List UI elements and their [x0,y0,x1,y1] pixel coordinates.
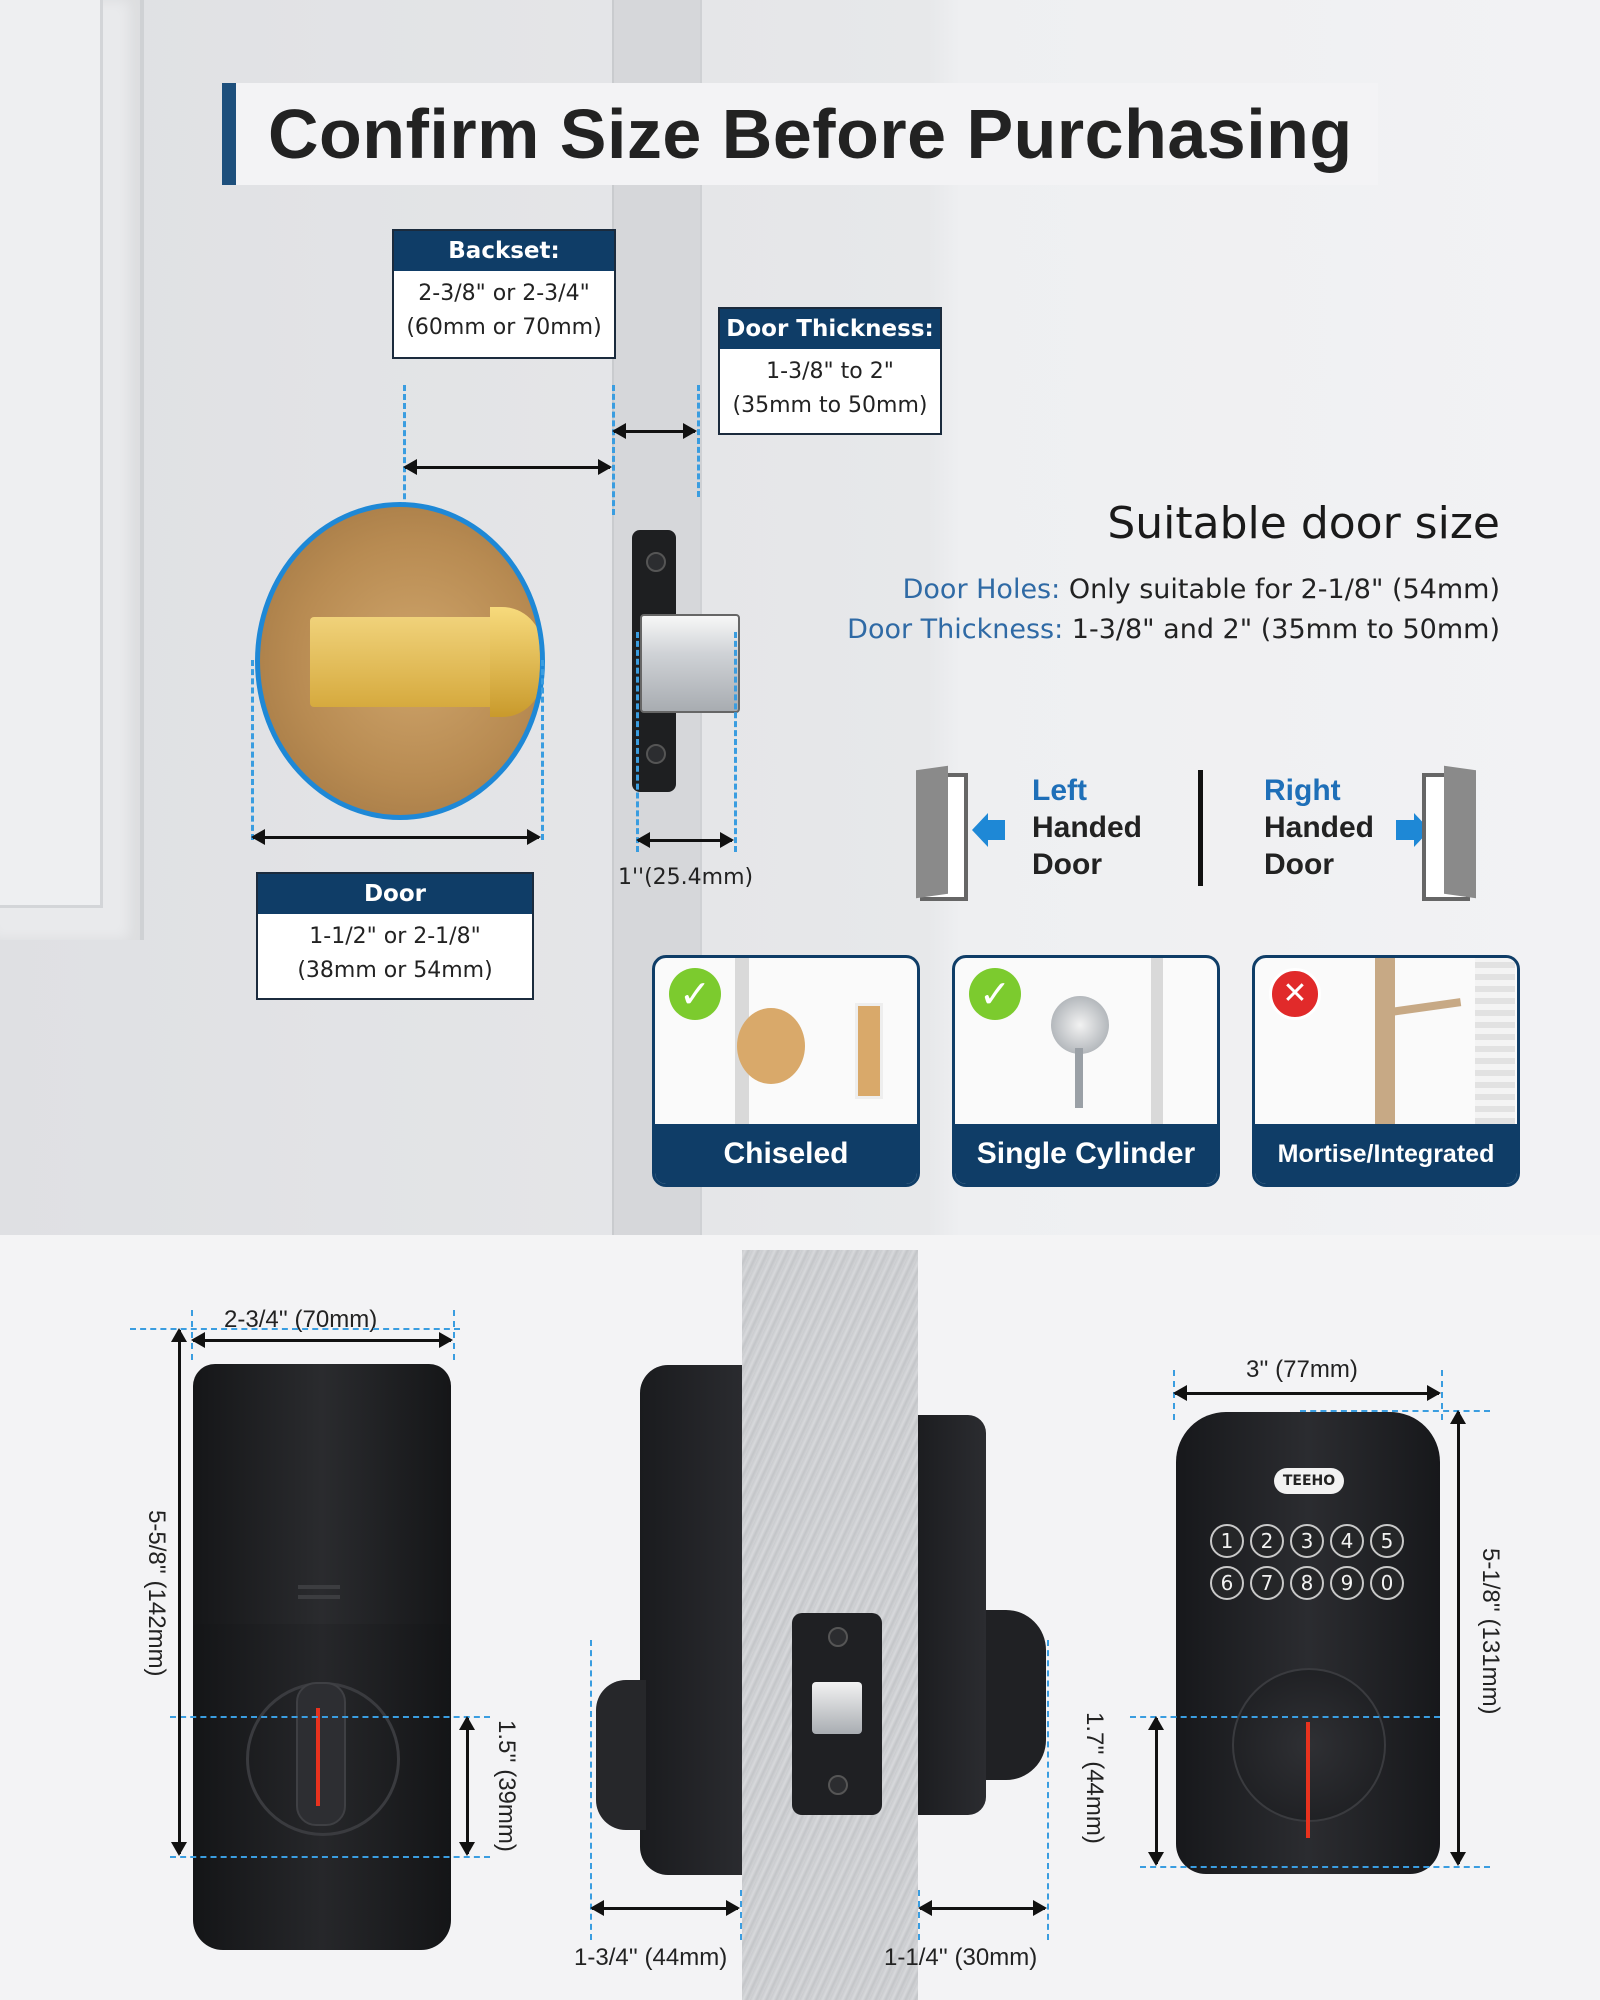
latch-body [310,617,520,707]
left-handed-label: Left Handed Door [1032,774,1143,881]
door-type-chiseled: ✓ Chiseled [652,955,920,1187]
front-center-arrow [1148,1716,1164,1866]
keypad-key-6[interactable]: 6 [1210,1566,1244,1600]
side-inner-label: 1-3/4'' (44mm) [574,1944,728,1971]
door-holes-line: Door Holes: Only suitable for 2-1/8" (54… [903,574,1500,605]
keypad-key-8[interactable]: 8 [1290,1566,1324,1600]
front-width-arrow [1173,1385,1441,1401]
door-thickness-label-box: Door Thickness: 1-3/8" to 2" (35mm to 50… [718,307,942,435]
screw-icon [828,1627,848,1647]
hole-left-guide [251,660,254,840]
door-holes-value: Only suitable for 2-1/8" (54mm) [1060,574,1500,605]
bolt-size-arrow [636,832,734,848]
suitable-heading: Suitable door size [1107,498,1500,549]
door-type-label: Chiseled [655,1124,917,1184]
door-holes-label: Door Holes: [902,574,1061,605]
backset-label-box: Backset: 2-3/8" or 2-3/4" (60mm or 70mm) [392,229,616,359]
latch-head [490,607,540,717]
door-thickness-spec-value: 1-3/8" and 2" (35mm to 50mm) [1063,614,1500,645]
keypad-key-0[interactable]: 0 [1370,1566,1404,1600]
back-center-label: 1.5'' (39mm) [493,1720,520,1852]
side-outer-label: 1-1/4'' (30mm) [884,1944,1038,1971]
right-door-leaf-icon [1444,765,1476,899]
door-hole-label-box: Door Hole(Diameter): 1-1/2" or 2-1/8" (3… [256,872,534,1000]
door-thickness-label: Door Thickness: [720,309,940,349]
bolt-size-label: 1''(25.4mm) [618,865,754,890]
right-arrow-icon [1396,820,1416,840]
title-accent-bar [222,83,236,185]
front-center-red-arrow [1306,1722,1310,1838]
screw-icon [646,552,666,572]
backset-mm: (60mm or 70mm) [406,315,602,340]
bolt-right-guide [734,632,737,852]
door-hole-cutaway [255,502,545,820]
page-title: Confirm Size Before Purchasing [268,95,1353,173]
size-guide-section: Confirm Size Before Purchasing Backset: … [0,0,1600,1235]
backset-arrow [403,459,612,475]
screw-icon [828,1775,848,1795]
door-type-mortise: ✕ Mortise/Integrated [1252,955,1520,1187]
back-height-arrow [171,1328,187,1856]
keypad-key-3[interactable]: 3 [1290,1524,1324,1558]
keypad-key-1[interactable]: 1 [1210,1524,1244,1558]
door-thickness-inch: 1-3/8" to 2" [766,359,894,384]
door-panel [0,0,144,940]
door-thickness-mm: (35mm to 50mm) [732,393,928,418]
keypad-key-5[interactable]: 5 [1370,1524,1404,1558]
thumb-turn [296,1682,346,1826]
side-interior-unit [640,1365,742,1875]
hole-right-guide [541,660,544,840]
thickness-arrow [612,423,697,439]
backset-label: Backset: [394,231,614,271]
front-height-arrow [1450,1410,1466,1866]
door-type-label: Single Cylinder [955,1124,1217,1184]
side-outer-arrow [918,1900,1047,1916]
brand-logo: TEEHO [1274,1468,1344,1494]
bolt-left-guide [636,632,639,852]
back-center-arrow [459,1716,475,1856]
door-type-single-cylinder: ✓ Single Cylinder [952,955,1220,1187]
right-handed-label: Right Handed Door [1264,774,1375,881]
keypad-key-7[interactable]: 7 [1250,1566,1284,1600]
door-type-label: Mortise/Integrated [1255,1124,1517,1184]
cross-icon: ✕ [1269,968,1321,1020]
front-width-label: 3'' (77mm) [1246,1356,1358,1383]
back-width-arrow [191,1332,453,1348]
handed-divider [1198,770,1203,886]
back-height-label: 5-5/8'' (142mm) [143,1510,170,1677]
check-icon: ✓ [669,968,721,1020]
door-hole-label: Door Hole(Diameter): [258,874,532,947]
hole-diameter-arrow [251,829,541,845]
door-thickness-line: Door Thickness: 1-3/8" and 2" (35mm to 5… [847,614,1500,645]
keypad-key-9[interactable]: 9 [1330,1566,1364,1600]
left-door-leaf-icon [916,765,948,899]
backset-inch: 2-3/8" or 2-3/4" [418,281,590,306]
keypad-key-2[interactable]: 2 [1250,1524,1284,1558]
check-icon: ✓ [969,968,1021,1020]
door-face-guide [612,385,615,515]
left-arrow-icon [985,820,1005,840]
front-height-label: 5-1/8'' (131mm) [1477,1548,1504,1715]
screw-icon [646,744,666,764]
title-background [222,83,1378,185]
side-exterior-unit [918,1415,986,1815]
deadbolt [640,614,740,713]
keypad-key-4[interactable]: 4 [1330,1524,1364,1558]
front-center-label: 1.7'' (44mm) [1081,1712,1108,1844]
side-inner-arrow [590,1900,740,1916]
lock-dimensions-section: 2-3/4'' (70mm) 5-5/8'' (142mm) 1.5'' (39… [0,1250,1600,2000]
side-bolt [812,1682,862,1734]
door-hole-mm: (38mm or 54mm) [297,958,493,983]
door-hole-inch: 1-1/2" or 2-1/8" [309,924,481,949]
center-red-arrow [316,1708,320,1806]
door-back-guide [697,385,700,497]
door-thickness-spec-label: Door Thickness: [847,614,1064,645]
